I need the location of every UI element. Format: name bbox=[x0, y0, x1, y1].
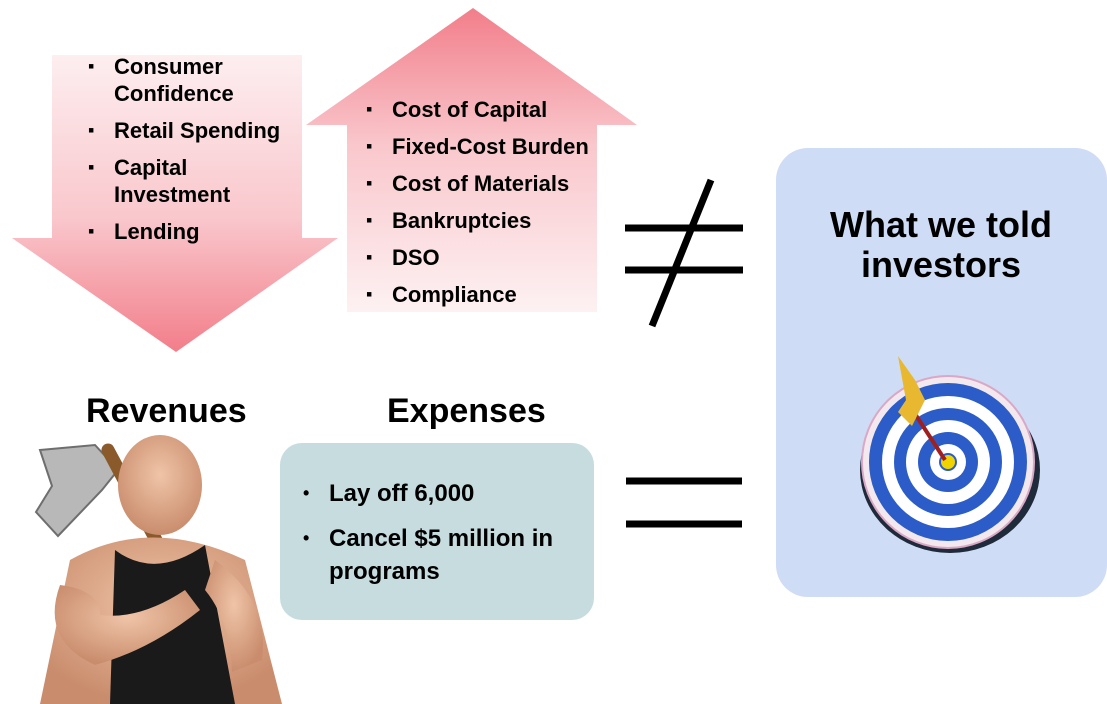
revenues-item: ▪Lending bbox=[88, 219, 200, 244]
bullet-icon: • bbox=[303, 528, 310, 548]
expenses-item: ▪Cost of Capital bbox=[366, 97, 548, 122]
told-title-line1: What we told bbox=[830, 204, 1052, 245]
expenses-label: Expenses bbox=[387, 392, 546, 430]
actions-item: •Lay off 6,000 bbox=[303, 477, 578, 510]
revenues-item: ▪Consumer Confidence bbox=[88, 54, 234, 106]
actions-box bbox=[280, 443, 594, 620]
expenses-item: ▪Bankruptcies bbox=[366, 208, 532, 233]
actions-list: •Lay off 6,000 •Cancel $5 million in pro… bbox=[303, 477, 578, 600]
revenues-item: ▪Capital Investment bbox=[88, 155, 231, 207]
told-title: What we told investors bbox=[786, 205, 1096, 285]
not-equal-sign bbox=[625, 178, 743, 328]
expenses-item: ▪Cost of Materials bbox=[366, 171, 570, 196]
expenses-up-arrow bbox=[306, 8, 637, 312]
bullet-icon: ▪ bbox=[88, 120, 95, 140]
revenues-label: Revenues bbox=[86, 392, 247, 430]
bullet-icon: ▪ bbox=[88, 221, 95, 241]
bullet-icon: ▪ bbox=[366, 210, 373, 230]
told-title-line2: investors bbox=[860, 244, 1022, 285]
bullet-icon: ▪ bbox=[88, 157, 95, 177]
bullet-icon: ▪ bbox=[366, 247, 373, 267]
actions-item: •Cancel $5 million in programs bbox=[303, 522, 578, 588]
bullet-icon: • bbox=[303, 483, 310, 503]
expenses-list: ▪Cost of Capital ▪Fixed-Cost Burden ▪Cos… bbox=[366, 96, 606, 318]
bullet-icon: ▪ bbox=[366, 173, 373, 193]
man-with-axe-image bbox=[34, 435, 282, 704]
bullet-icon: ▪ bbox=[366, 284, 373, 304]
expenses-item: ▪Compliance bbox=[366, 282, 517, 307]
bullet-icon: ▪ bbox=[88, 56, 95, 76]
revenues-down-arrow bbox=[12, 55, 338, 352]
equals-sign bbox=[626, 477, 742, 528]
bullet-icon: ▪ bbox=[366, 136, 373, 156]
expenses-item: ▪Fixed-Cost Burden bbox=[366, 134, 589, 159]
revenues-item: ▪Retail Spending bbox=[88, 118, 281, 143]
dartboard-target-icon bbox=[860, 356, 1040, 553]
bullet-icon: ▪ bbox=[366, 99, 373, 119]
expenses-item: ▪DSO bbox=[366, 245, 440, 270]
revenues-list: ▪Consumer Confidence ▪Retail Spending ▪C… bbox=[88, 53, 308, 255]
